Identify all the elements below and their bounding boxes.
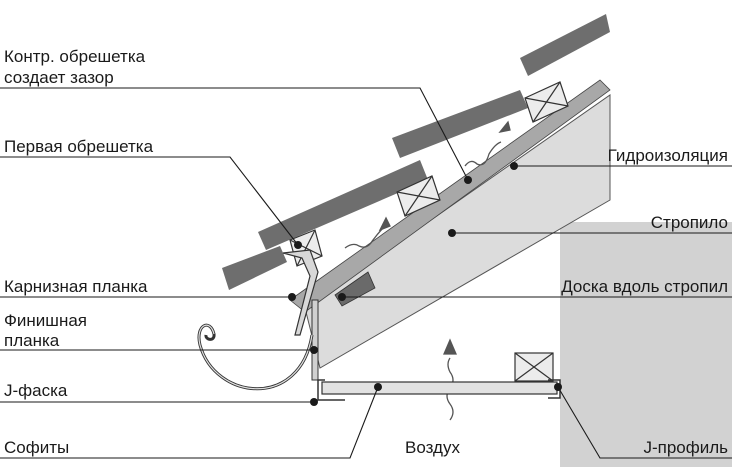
j-chamfer-shape: [317, 379, 345, 401]
airflow-arrows: [344, 120, 511, 421]
label-first-batten: Первая обрешетка: [4, 137, 154, 156]
label-soffits: Софиты: [4, 438, 69, 457]
label-finish-plank-2: планка: [4, 331, 60, 350]
label-counter-batten-2: создает зазор: [4, 68, 114, 87]
waterproofing-membrane: [289, 79, 611, 313]
label-j-profile: J-профиль: [643, 438, 728, 457]
batten-box-wall: [514, 352, 554, 382]
wall: [560, 222, 732, 467]
batten-box-2: [396, 175, 441, 217]
finish-plank: [311, 299, 319, 381]
leader-lines: [0, 87, 732, 459]
label-board-along-rafters: Доска вдоль стропил: [561, 277, 728, 296]
eave-plank: [282, 249, 319, 336]
label-waterproofing: Гидроизоляция: [608, 146, 728, 165]
label-air: Воздух: [405, 438, 460, 457]
label-finish-plank-1: Финишная: [4, 311, 87, 330]
soffit-panel: [321, 381, 558, 395]
label-rafter: Стропило: [651, 213, 728, 232]
label-j-chamfer: J-фаска: [4, 381, 68, 400]
roof-tiles: [222, 14, 610, 290]
label-eave-plank: Карнизная планка: [4, 277, 148, 296]
batten-box-3: [524, 81, 569, 123]
label-counter-batten-1: Контр. обрешетка: [4, 47, 146, 66]
leader-dots: [288, 162, 562, 406]
